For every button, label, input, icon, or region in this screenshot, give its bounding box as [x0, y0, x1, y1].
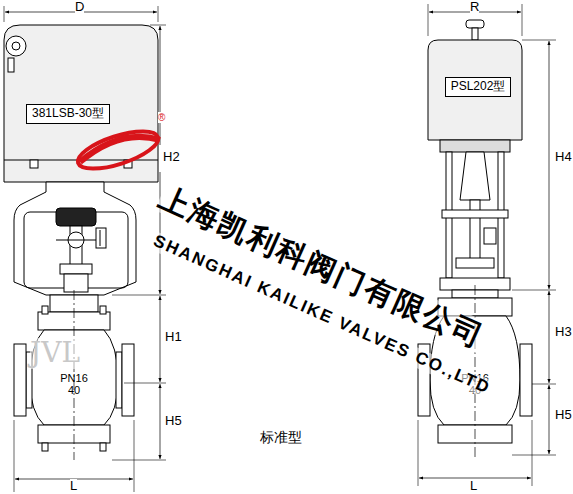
- dimension-label: L: [470, 479, 477, 493]
- node-text: PN16: [60, 372, 88, 384]
- dimension-label: H4: [555, 150, 572, 164]
- registered-mark: ®: [158, 112, 165, 123]
- watermark: JVL: [30, 338, 80, 369]
- dimension-label: L: [70, 479, 77, 493]
- dimension-label: H5: [165, 414, 182, 428]
- model-plate: PSL202型: [445, 77, 512, 96]
- dimension-label: R: [470, 0, 479, 14]
- type-caption: 标准型: [260, 430, 302, 445]
- dimension-label: H1: [165, 330, 182, 344]
- body-marking: PN1640: [55, 370, 93, 398]
- dimension-label: D: [75, 0, 84, 14]
- node-text: PSL202型: [451, 80, 506, 93]
- model-plate: 381LSB-30型: [26, 104, 110, 123]
- dimension-label: H5: [555, 408, 572, 422]
- dimension-label: H2: [163, 150, 180, 164]
- dimension-label: H3: [555, 325, 572, 339]
- node-text: 40: [60, 384, 88, 396]
- node-text: 381LSB-30型: [32, 107, 104, 120]
